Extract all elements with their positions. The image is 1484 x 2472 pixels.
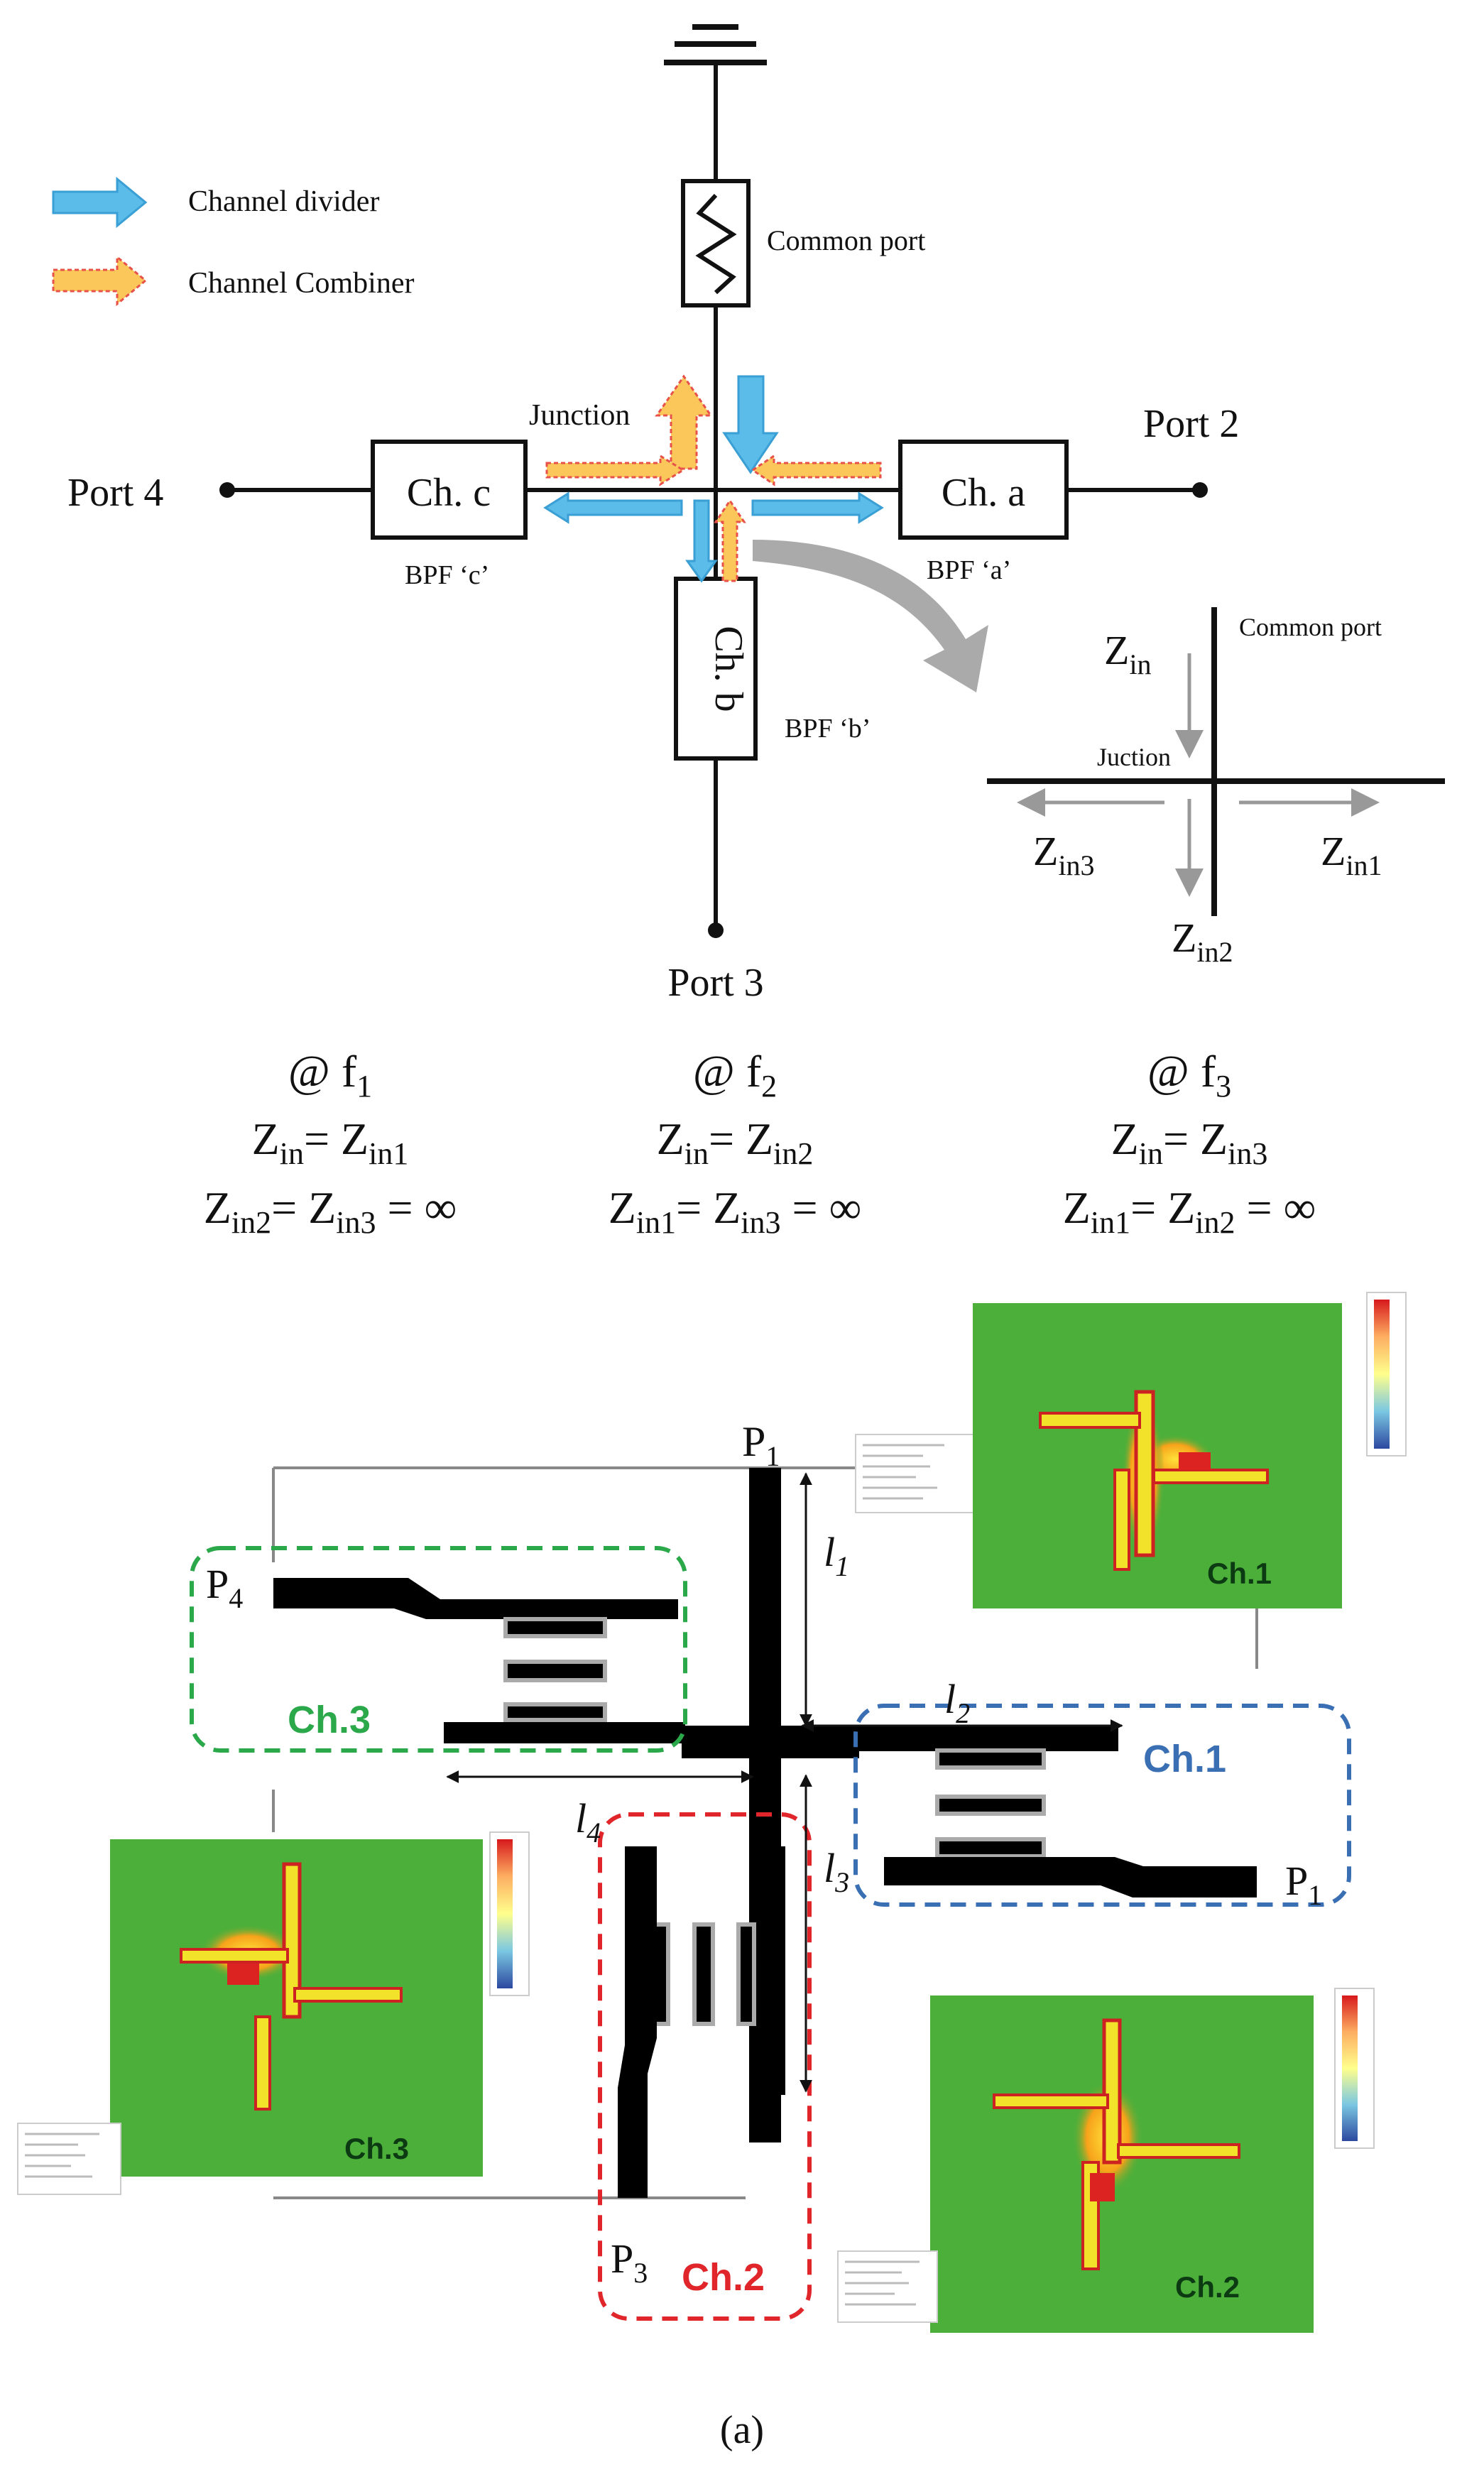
layout-l2: l2 <box>944 1676 970 1729</box>
layout-p4: P4 <box>206 1561 243 1614</box>
ground-icon <box>664 24 767 181</box>
legend-combiner-label: Channel Combiner <box>188 267 414 300</box>
ch1-feed-line <box>884 1857 1257 1897</box>
flow-arrows <box>543 374 884 583</box>
port2-node <box>1192 482 1208 498</box>
inset-juction-label: Juction <box>1097 743 1171 771</box>
ch-b-box <box>674 577 758 761</box>
ch3-coupled-line <box>444 1722 685 1743</box>
divider-arrow-icon <box>52 176 148 229</box>
sim-ch2: Ch.2 <box>837 1988 1375 2333</box>
schematic: Common port Ch. c Ch. a Ch. b Port 4 Por… <box>67 24 1239 1005</box>
layout-p1-right: P1 <box>1285 1858 1322 1911</box>
inset-zin3: Zin3 <box>1033 828 1095 881</box>
ch-c-box <box>371 440 528 540</box>
conditions: @ f1 Zin= Zin1 Zin2= Zin3 = ∞ @ f2 Zin= … <box>204 1046 1316 1240</box>
layout-l3: l3 <box>824 1845 849 1898</box>
layout-l1: l1 <box>824 1529 849 1582</box>
ch3-dashed-box <box>190 1546 687 1753</box>
figure-caption: (a) <box>720 2408 764 2452</box>
condition-3-inf: Zin1= Zin2 = ∞ <box>1063 1182 1316 1240</box>
ch-a-label: Ch. a <box>942 471 1025 515</box>
port3-node <box>708 922 724 938</box>
port2-label: Port 2 <box>1143 402 1239 446</box>
junction-inset: Common port Juction Zin Zin3 Zin1 Zin2 <box>987 607 1445 968</box>
layout-p1-top: P1 <box>742 1418 780 1472</box>
condition-1-freq: @ f1 <box>288 1046 372 1104</box>
sim-ch3: Ch.3 <box>17 1831 530 2195</box>
inset-zin1: Zin1 <box>1321 828 1382 881</box>
resistor-zigzag-icon <box>695 193 737 295</box>
legend: Channel divider Channel Combiner <box>52 176 414 307</box>
layout-drawing: P1 P4 P1 P3 l1 l2 l3 l4 Ch.3 Ch.1 Ch.2 <box>190 1332 1351 2321</box>
ch-c-label: Ch. c <box>407 471 491 515</box>
condition-3-freq: @ f3 <box>1147 1046 1231 1104</box>
condition-3-zin: Zin= Zin3 <box>1111 1114 1268 1171</box>
ch1-coupled-line <box>781 1726 1118 1751</box>
junction-label: Junction <box>529 399 630 432</box>
sim-ch3-label: Ch.3 <box>344 2132 409 2165</box>
sim-ch2-label: Ch.2 <box>1175 2270 1240 2304</box>
port4-label: Port 4 <box>67 471 163 515</box>
combiner-arrow-icon <box>52 254 148 307</box>
ch3-feed-line <box>273 1578 678 1619</box>
ch2-feed-line <box>618 1846 657 2198</box>
layout-ch1-label: Ch.1 <box>1143 1738 1226 1780</box>
condition-2-freq: @ f2 <box>693 1046 777 1104</box>
condition-2-inf: Zin1= Zin3 = ∞ <box>609 1182 861 1240</box>
layout-p3: P3 <box>611 2236 648 2289</box>
zoom-curved-arrow <box>753 540 988 692</box>
ch2-coupled-line <box>753 1846 785 2095</box>
condition-2-zin: Zin= Zin2 <box>657 1114 814 1171</box>
common-port-label: Common port <box>767 224 925 256</box>
inset-common-port-label: Common port <box>1239 613 1382 641</box>
port3-label: Port 3 <box>667 961 763 1005</box>
ch1-dashed-box <box>853 1704 1351 1907</box>
layout-ch2-label: Ch.2 <box>682 2256 765 2299</box>
layout-ch3-label: Ch.3 <box>288 1699 371 1741</box>
inset-zin: Zin <box>1104 627 1152 680</box>
ch-b-label: Ch. b <box>706 626 751 712</box>
sim-ch1-label: Ch.1 <box>1207 1557 1272 1590</box>
inset-zin2: Zin2 <box>1172 915 1233 968</box>
legend-divider-label: Channel divider <box>188 185 379 218</box>
bpf-c-label: BPF ‘c’ <box>405 560 489 590</box>
sim-ch1: Ch.1 <box>855 1292 1407 1608</box>
port4-node <box>219 482 235 498</box>
layout-l4: l4 <box>575 1795 601 1848</box>
ch-a-box <box>898 440 1069 540</box>
condition-1-inf: Zin2= Zin3 = ∞ <box>204 1182 457 1240</box>
bpf-a-label: BPF ‘a’ <box>927 555 1011 585</box>
bpf-b-label: BPF ‘b’ <box>785 714 871 744</box>
condition-1-zin: Zin= Zin1 <box>252 1114 409 1171</box>
